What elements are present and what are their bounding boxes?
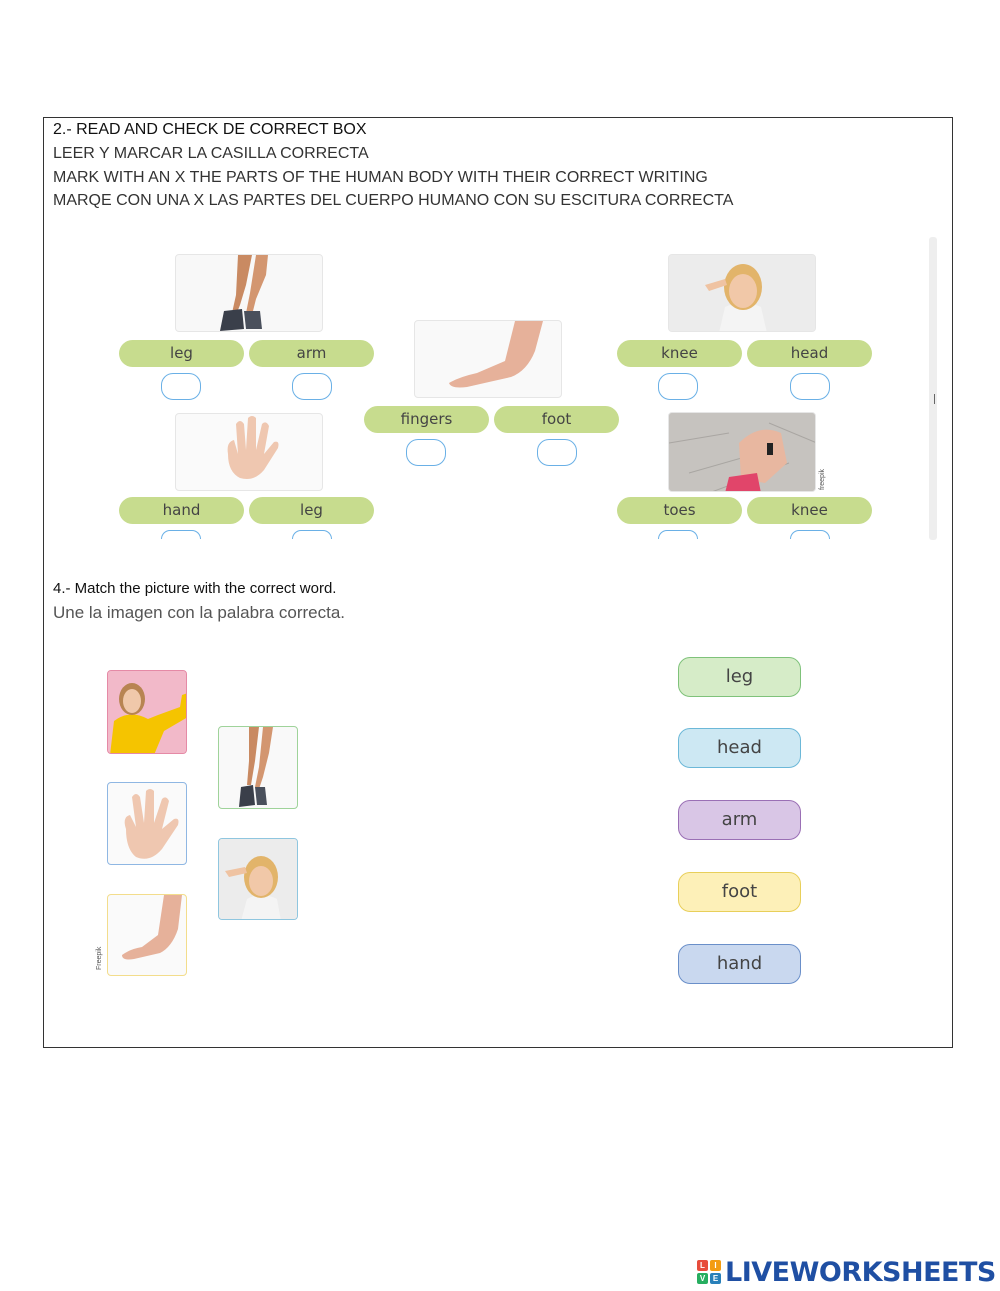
foot-image [414,320,562,398]
freepik-credit: freepik [819,468,826,490]
liveworksheets-logo: L I V E LIVEWORKSHEETS [697,1256,996,1288]
section2-title: 2.- READ AND CHECK DE CORRECT BOX [53,121,367,138]
hand-picture[interactable] [107,782,187,865]
checkbox-knee[interactable] [658,373,698,400]
logo-text: LIVEWORKSHEETS [725,1256,996,1288]
section2-title-es: LEER Y MARCAR LA CASILLA CORRECTA [53,145,369,162]
section2-scrollbar[interactable] [929,237,937,540]
scroll-marker [934,394,935,404]
option-foot[interactable]: foot [494,406,619,433]
checkbox-leg[interactable] [161,373,201,400]
leg-picture[interactable] [218,726,298,809]
checkbox-arm[interactable] [292,373,332,400]
head-picture[interactable] [218,838,298,920]
option-knee[interactable]: knee [617,340,742,367]
leg-image [175,254,323,332]
checkbox-knee-2[interactable] [790,530,830,539]
knee-image [668,412,816,492]
word-head[interactable]: head [678,728,801,768]
option-head[interactable]: head [747,340,872,367]
head-image [668,254,816,332]
freepik-credit-2: Freepik [96,946,103,970]
checkbox-head[interactable] [790,373,830,400]
checkbox-hand[interactable] [161,530,201,539]
checkbox-foot[interactable] [537,439,577,466]
option-knee-2[interactable]: knee [747,497,872,524]
hand-image [175,413,323,491]
checkbox-toes[interactable] [658,530,698,539]
option-leg[interactable]: leg [119,340,244,367]
arm-picture[interactable] [107,670,187,754]
section4-subtitle: Une la imagen con la palabra correcta. [53,603,345,622]
option-arm[interactable]: arm [249,340,374,367]
option-hand[interactable]: hand [119,497,244,524]
option-toes[interactable]: toes [617,497,742,524]
word-arm[interactable]: arm [678,800,801,840]
worksheet-frame [43,117,953,1048]
logo-squares-icon: L I V E [697,1260,721,1284]
option-leg-2[interactable]: leg [249,497,374,524]
word-hand[interactable]: hand [678,944,801,984]
section2-instruction: MARK WITH AN X THE PARTS OF THE HUMAN BO… [53,169,708,186]
section2-instruction-es: MARQE CON UNA X LAS PARTES DEL CUERPO HU… [53,192,734,209]
checkbox-leg-2[interactable] [292,530,332,539]
checkbox-fingers[interactable] [406,439,446,466]
word-leg[interactable]: leg [678,657,801,697]
section4-title: 4.- Match the picture with the correct w… [53,580,337,597]
word-foot[interactable]: foot [678,872,801,912]
foot-picture[interactable] [107,894,187,976]
option-fingers[interactable]: fingers [364,406,489,433]
